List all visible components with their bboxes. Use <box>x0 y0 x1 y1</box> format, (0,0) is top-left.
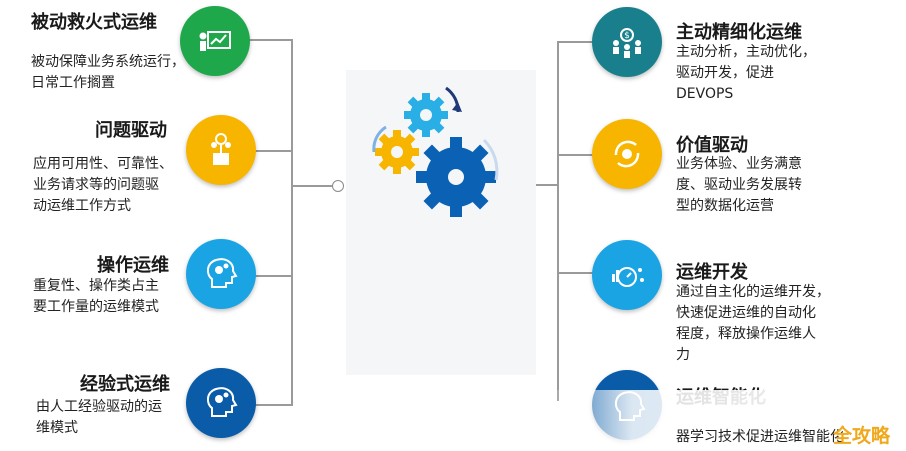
left-node-2 <box>186 115 256 185</box>
gears-illustration <box>372 86 499 217</box>
right-node-1: $ <box>592 7 662 77</box>
left-connector-vertical <box>291 39 293 406</box>
yellow-gear-icon <box>375 130 419 174</box>
left-item-desc: 被动保障业务系统运行， 日常工作搁置 <box>31 54 185 91</box>
left-item-title: 操作运维 <box>97 255 169 276</box>
left-item-title: 经验式运维 <box>80 374 170 395</box>
right-item-title: 运维开发 <box>676 262 748 283</box>
left-node-1 <box>180 6 250 76</box>
right-connector-mid <box>522 184 559 186</box>
right-item-desc: 通过自主化的运维开发， 快速促进运维的自动化 程度，释放操作运维人 力 <box>676 284 830 363</box>
arrow-arc-right-icon <box>482 138 499 181</box>
right-item-title: 主动精细化运维 <box>676 22 802 43</box>
dashboard-icon <box>612 267 644 287</box>
left-connector-h3 <box>248 275 293 277</box>
arrow-arc-left-icon <box>372 125 387 153</box>
left-connector-h1 <box>248 39 293 41</box>
watermark-overlay <box>540 390 906 451</box>
dark-blue-gear-icon <box>416 137 496 217</box>
right-item-desc: 主动分析，主动优化， 驱动开发，促进 DEVOPS <box>676 44 816 102</box>
right-item-title: 价值驱动 <box>676 135 748 156</box>
right-connector-h3 <box>557 272 597 274</box>
head-gears-icon <box>206 387 238 417</box>
svg-text:$: $ <box>624 31 630 41</box>
left-connector-h2 <box>248 150 293 152</box>
left-node-4 <box>186 368 256 438</box>
left-item-desc: 应用可用性、可靠性、 业务请求等的问题驱 动运维工作方式 <box>33 156 173 214</box>
head-gears-icon <box>206 258 238 288</box>
right-connector-vertical <box>557 41 559 401</box>
left-item-desc: 由人工经验驱动的运 维模式 <box>36 399 162 436</box>
money-plant-icon <box>211 133 231 165</box>
right-node-2 <box>592 119 662 189</box>
left-item-title: 被动救火式运维 <box>31 12 157 33</box>
left-node-3 <box>186 239 256 309</box>
right-connector-h1 <box>557 41 597 43</box>
team-money-icon: $ <box>613 28 641 58</box>
gears-panel <box>346 70 536 375</box>
left-item-title: 问题驱动 <box>95 120 167 141</box>
presentation-icon <box>199 31 231 51</box>
cycle-coin-icon <box>614 140 640 168</box>
right-item-desc: 业务体验、业务满意 度、驱动业务发展转 型的数据化运营 <box>676 156 802 214</box>
left-connector-mid <box>291 185 335 187</box>
right-node-3 <box>592 240 662 310</box>
left-connector-h4 <box>248 404 293 406</box>
left-joint <box>332 180 344 192</box>
left-item-desc: 重复性、操作类占主 要工作量的运维模式 <box>33 278 159 315</box>
watermark-logo: 全攻略 <box>833 425 891 447</box>
right-item-desc: 器学习技术促进运维智能化 <box>676 429 844 445</box>
right-connector-h2 <box>557 154 597 156</box>
light-blue-gear-icon <box>404 93 448 137</box>
